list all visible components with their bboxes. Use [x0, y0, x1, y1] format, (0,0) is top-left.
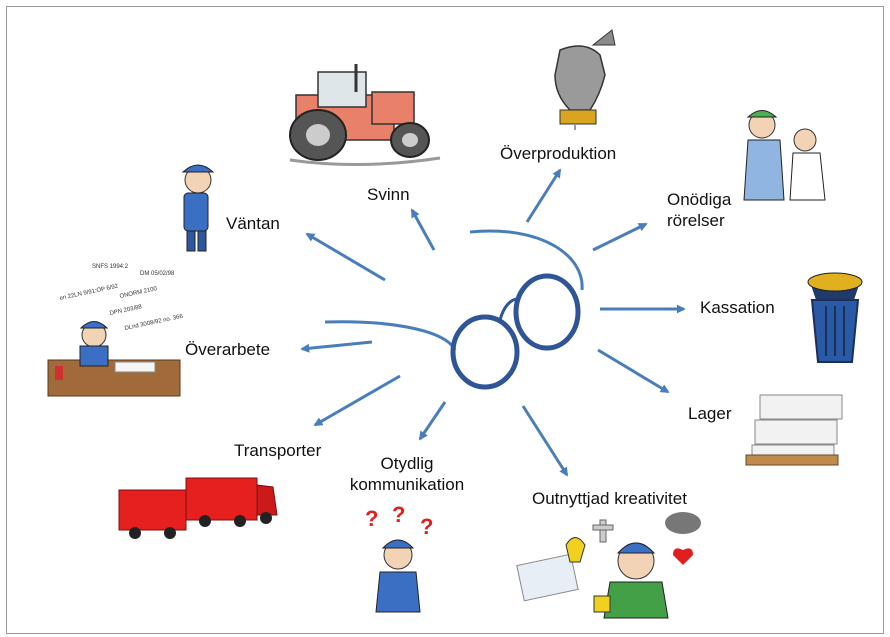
arrow-overproduktion	[525, 168, 562, 223]
label-onodiga: Onödiga rörelser	[667, 189, 731, 231]
trash-bin-icon	[807, 272, 863, 363]
arrow-lager	[597, 348, 670, 394]
arrows	[300, 168, 686, 477]
arrow-overarbete	[300, 340, 373, 353]
truck-icon	[118, 477, 278, 539]
label-otydlig: Otydlig kommunikation	[332, 453, 482, 495]
label-transporter: Transporter	[234, 441, 322, 460]
arrow-vantan	[305, 232, 386, 282]
label-lager: Lager	[688, 404, 732, 423]
label-vantan: Väntan	[226, 214, 280, 233]
label-onodiga-line1: Onödiga	[667, 190, 732, 209]
desk-papers: SNFS 1994:2 DM 05/02/98 en 22LN 9/91:OP …	[59, 264, 184, 332]
paper-line: SNFS 1994:2	[92, 264, 129, 270]
paper-line: DM 05/02/98	[140, 271, 175, 277]
connector-curve-left	[324, 320, 457, 351]
arrow-onodiga	[592, 222, 648, 252]
doctor-patient-icon	[743, 110, 826, 201]
paper-line: en 22LN 9/91:OP 6/92	[59, 284, 119, 302]
thinking-person-icon	[516, 512, 701, 619]
label-otydlig-line2: kommunikation	[349, 475, 465, 494]
glasses-icon	[450, 273, 581, 390]
connector-curve-top	[469, 229, 584, 291]
desk-worker-icon	[47, 321, 181, 397]
label-outnyttjad: Outnyttjad kreativitet	[532, 489, 687, 508]
arrow-otydlig	[418, 401, 447, 441]
tractor-icon	[289, 64, 441, 167]
label-kassation: Kassation	[700, 298, 775, 317]
label-otydlig-line1: Otydlig	[380, 454, 434, 473]
arrow-svinn	[410, 208, 436, 251]
arrow-transporter	[313, 374, 401, 427]
label-overproduktion: Överproduktion	[500, 144, 617, 163]
question-marks: ? ? ?	[365, 502, 433, 539]
paper-line: DLnd 3008/92 no. 366	[124, 314, 184, 332]
question-mark: ?	[392, 502, 405, 527]
paper-line: DPN 203/88	[109, 304, 143, 317]
question-mark: ?	[365, 506, 378, 531]
paper-line: ONORM 2100	[119, 286, 158, 300]
arrow-outnyttjad	[521, 405, 569, 477]
question-mark: ?	[420, 514, 433, 539]
pallet-stack-icon	[745, 394, 843, 466]
confused-worker-icon	[375, 539, 421, 613]
cow-on-scale-icon	[554, 29, 616, 130]
label-overarbete: Överarbete	[185, 340, 271, 359]
waiting-worker-icon	[181, 164, 215, 252]
label-onodiga-line2: rörelser	[667, 211, 725, 230]
label-svinn: Svinn	[367, 185, 410, 204]
